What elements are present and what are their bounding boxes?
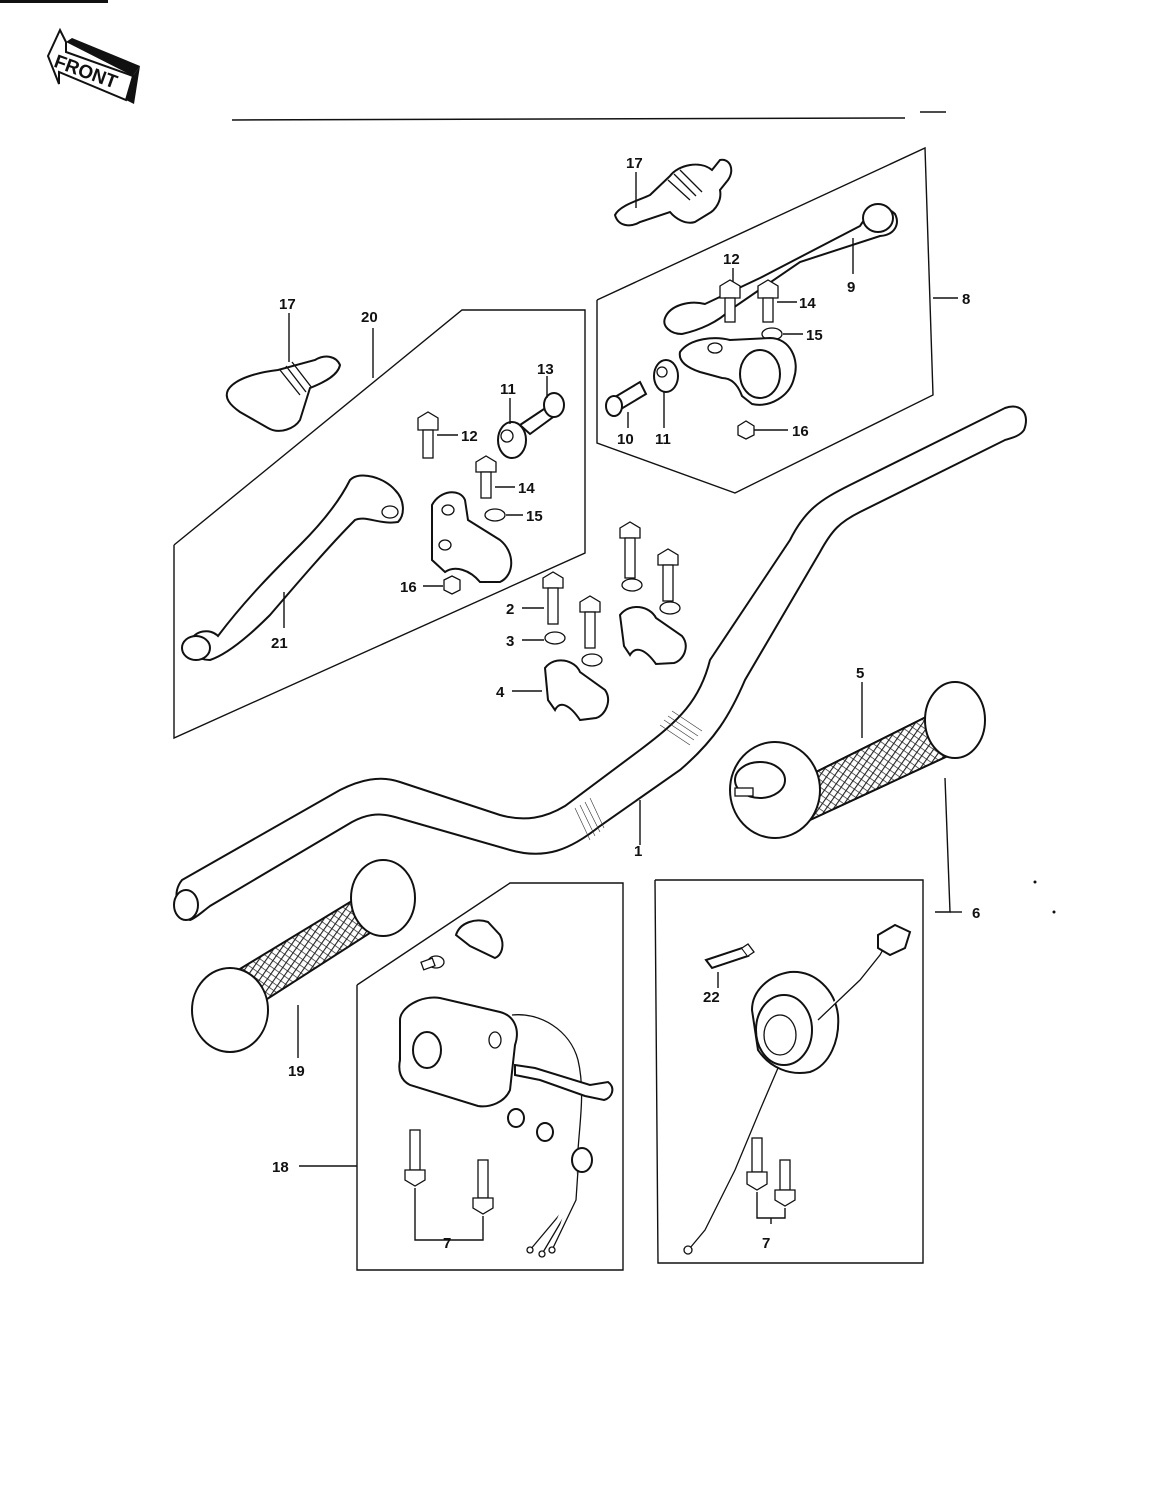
right-switch-screw-2	[774, 1159, 796, 1207]
callout-2: 2	[506, 601, 514, 618]
lock-washer-3	[621, 578, 643, 592]
callout-3: 3	[506, 633, 514, 650]
throttle-cable-clip	[704, 943, 755, 970]
callout-11-right: 11	[655, 431, 671, 448]
switch-wire-upper	[817, 939, 889, 1021]
switch-screw	[420, 955, 445, 971]
switch-button-2	[536, 1122, 554, 1142]
callout-16-left: 16	[400, 579, 417, 596]
brake-lever-bracket	[678, 336, 797, 406]
holder-bolt-right-2	[657, 548, 679, 602]
brake-adjuster-bolt	[605, 380, 648, 417]
brake-lever	[663, 203, 898, 336]
top-edge-mark	[0, 0, 108, 3]
callout-12-left: 12	[461, 428, 478, 445]
callout-6: 6	[972, 905, 980, 922]
clutch-adjuster-nut	[497, 421, 527, 459]
assembly-18-outline	[356, 882, 624, 1271]
callout-20: 20	[361, 309, 378, 326]
callout-17-right: 17	[626, 155, 643, 172]
header-rule	[231, 117, 906, 121]
switch-wire-lower	[689, 1067, 779, 1249]
clutch-lever	[181, 474, 404, 662]
holder-bolt-left-2	[579, 595, 601, 649]
lock-washer-1	[544, 631, 566, 645]
callout-12-right: 12	[723, 251, 740, 268]
handlebar-holder-left	[543, 659, 609, 722]
lever-washer-left	[484, 508, 506, 522]
lever-pivot-bolt-left	[475, 455, 497, 499]
switch-grommet	[571, 1147, 593, 1173]
throttle-grip	[729, 681, 986, 839]
handlebar-holder-right	[618, 606, 687, 666]
callout-10: 10	[617, 431, 634, 448]
callout-15-left: 15	[526, 508, 543, 525]
cable-adjuster-cover-left	[225, 355, 342, 432]
switch-screw-left	[404, 1129, 426, 1187]
lever-pivot-bolt-right	[757, 279, 779, 323]
callout-14-right: 14	[799, 295, 816, 312]
brake-adjuster-nut	[653, 359, 679, 393]
holder-bolt-left	[542, 571, 564, 625]
handlebar-knurl-right	[659, 710, 703, 746]
callout-7-left: 7	[443, 1235, 451, 1252]
handlebar	[173, 405, 1027, 922]
callout-15-right: 15	[806, 327, 823, 344]
left-grip	[191, 859, 416, 1053]
lever-nut-left	[443, 575, 461, 595]
clutch-lever-bracket	[431, 491, 513, 583]
assembly-8-outline	[596, 146, 934, 494]
scan-dot-1	[1033, 880, 1037, 884]
callout-11-left: 11	[500, 381, 516, 398]
lock-washer-4	[659, 601, 681, 615]
assembly-20-outline	[173, 309, 586, 740]
callout-13: 13	[537, 361, 554, 378]
cable-adjuster-cover-right	[613, 158, 733, 227]
leader-7-left	[414, 1188, 484, 1241]
assembly-6-outline	[654, 879, 924, 1264]
switch-knob	[454, 919, 504, 960]
switch-button-1	[507, 1108, 525, 1128]
handlebar-knurl-left	[574, 797, 605, 841]
callout-5: 5	[856, 665, 864, 682]
clutch-adjuster-bolt	[518, 392, 565, 436]
switch-lever	[514, 1063, 614, 1102]
callout-9: 9	[847, 279, 855, 296]
callout-22: 22	[703, 989, 720, 1006]
lever-nut-right	[737, 420, 755, 440]
front-arrow-icon: FRONT	[46, 27, 140, 104]
holder-bolt-right	[619, 521, 641, 579]
callout-17-left: 17	[279, 296, 296, 313]
callout-19: 19	[288, 1063, 305, 1080]
switch-connector	[877, 923, 912, 957]
callout-8: 8	[962, 291, 970, 308]
leader-6	[935, 777, 951, 913]
scan-dot-2	[1052, 910, 1056, 914]
clutch-lever-bolt	[417, 411, 439, 459]
callout-14-left: 14	[518, 480, 535, 497]
callout-1: 1	[634, 843, 642, 860]
callout-4: 4	[496, 684, 505, 701]
callout-18: 18	[272, 1159, 289, 1176]
switch-wires	[526, 1169, 579, 1258]
callout-7-right: 7	[762, 1235, 770, 1252]
callout-16-right: 16	[792, 423, 809, 440]
lock-washer-2	[581, 653, 603, 667]
callout-21: 21	[271, 635, 288, 652]
left-switch-housing	[398, 996, 518, 1108]
wire-terminal	[683, 1245, 693, 1255]
brake-lever-bolt	[719, 279, 741, 323]
switch-screw-right	[472, 1159, 494, 1215]
right-switch-screw-1	[746, 1137, 768, 1191]
right-switch-housing	[750, 970, 840, 1074]
